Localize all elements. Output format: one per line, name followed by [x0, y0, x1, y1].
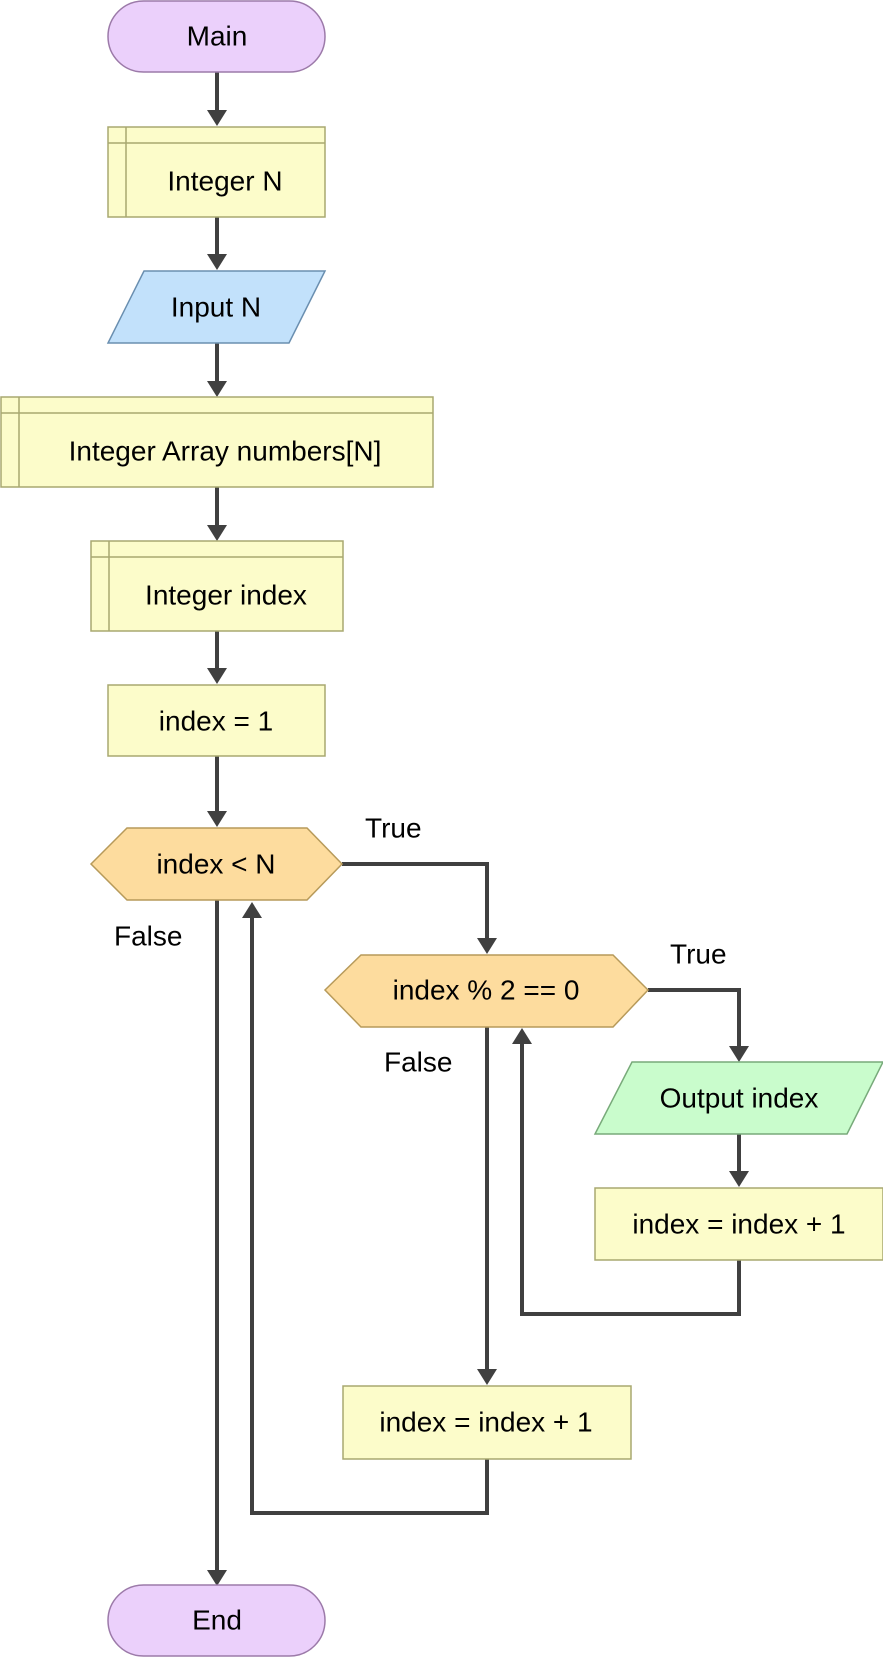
arrowhead — [729, 1171, 749, 1187]
decision-shape — [89, 827, 344, 901]
node-output-index-label: Output index — [660, 1083, 819, 1114]
connectors — [207, 72, 749, 1586]
node-end: End — [107, 1584, 326, 1657]
node-assign-index-label: index = 1 — [159, 706, 273, 737]
arrowhead — [207, 254, 227, 270]
arrowhead — [477, 1369, 497, 1385]
arrowhead — [207, 110, 227, 126]
arrowhead — [207, 1570, 227, 1586]
node-declare-array-label: Integer Array numbers[N] — [69, 436, 382, 467]
assignment-shape — [107, 684, 326, 757]
connector-inner-true — [648, 988, 741, 1048]
connector-outer-true — [342, 862, 489, 940]
node-increment-outer-label: index = index + 1 — [379, 1407, 592, 1438]
label-outer-true: True — [365, 813, 422, 844]
input-shape — [106, 270, 327, 344]
connector-inner-loop-back — [520, 1042, 741, 1316]
arrowhead — [207, 381, 227, 397]
node-input-n-label: Input N — [171, 292, 261, 323]
node-output-index: Output index — [593, 1061, 883, 1135]
arrowhead — [207, 668, 227, 684]
declaration-shape — [0, 396, 434, 488]
node-end-label: End — [192, 1605, 242, 1636]
arrowhead — [207, 525, 227, 541]
declaration-shape — [107, 126, 326, 218]
node-increment-inner: index = index + 1 — [594, 1187, 883, 1261]
node-main-label: Main — [187, 21, 248, 52]
connector-outer-loop-back — [250, 916, 489, 1515]
declaration-shape — [90, 540, 344, 632]
node-input-n: Input N — [106, 270, 327, 344]
node-declare-array: Integer Array numbers[N] — [0, 396, 434, 488]
output-shape — [593, 1061, 883, 1135]
label-inner-true: True — [670, 939, 727, 970]
node-declare-index-label: Integer index — [145, 580, 307, 611]
node-declare-index: Integer index — [90, 540, 344, 632]
arrowhead — [477, 938, 497, 954]
arrowhead — [729, 1046, 749, 1062]
node-increment-inner-label: index = index + 1 — [632, 1209, 845, 1240]
node-decision-inner: index % 2 == 0 — [323, 954, 650, 1028]
node-decision-outer-label: index < N — [156, 849, 275, 880]
node-declare-n: Integer N — [107, 126, 326, 218]
decision-shape — [323, 954, 650, 1028]
node-decision-inner-label: index % 2 == 0 — [393, 975, 580, 1006]
node-decision-outer: index < N — [89, 827, 344, 901]
arrowhead — [512, 1028, 532, 1044]
arrowhead — [207, 811, 227, 827]
node-increment-outer: index = index + 1 — [342, 1385, 632, 1460]
assignment-shape — [594, 1187, 883, 1261]
arrowhead — [242, 902, 262, 918]
assignment-shape — [342, 1385, 632, 1460]
node-declare-n-label: Integer N — [167, 166, 282, 197]
node-main: Main — [107, 0, 326, 73]
node-assign-index: index = 1 — [107, 684, 326, 757]
terminal-shape — [107, 1584, 326, 1657]
label-inner-false: False — [384, 1047, 452, 1078]
terminal-shape — [107, 0, 326, 73]
label-outer-false: False — [114, 921, 182, 952]
